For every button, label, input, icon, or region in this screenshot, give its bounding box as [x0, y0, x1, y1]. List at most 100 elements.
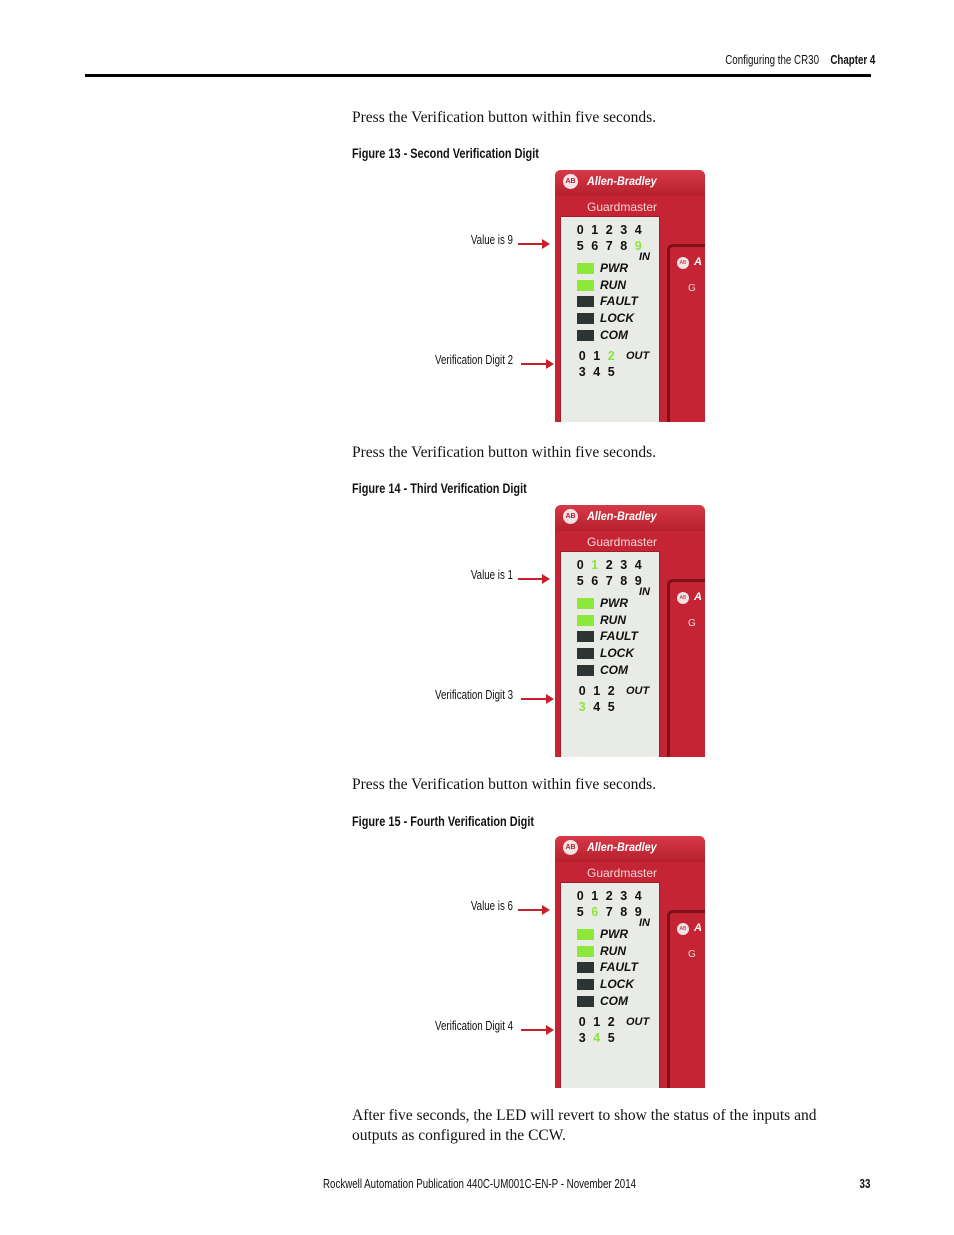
status-led — [577, 279, 594, 291]
ab-logo-icon: AB — [677, 592, 689, 604]
header-chapter-text: Chapter 4 — [830, 53, 876, 67]
status-led — [577, 945, 594, 957]
device-top-bar — [555, 170, 705, 196]
product-line: Guardmaster — [587, 535, 658, 549]
output-digit: 3 — [578, 700, 586, 714]
output-digit: 5 — [607, 365, 615, 379]
value-callout-label: Value is 6 — [459, 899, 513, 914]
digit-callout-text: Verification Digit 3 — [434, 688, 513, 702]
led-label: RUN — [600, 943, 626, 958]
out-label: OUT — [626, 685, 650, 697]
input-digit: 1 — [591, 889, 599, 903]
ab-logo-icon: AB — [677, 257, 689, 269]
brand-name: Allen-Bradley — [587, 509, 657, 523]
input-digit: 2 — [605, 558, 613, 572]
input-digit: 8 — [620, 574, 628, 588]
header-section-text: Configuring the CR30 — [725, 53, 819, 67]
page-number-text: 33 — [859, 1177, 871, 1191]
device-top-bar — [555, 836, 705, 862]
input-digit: 6 — [591, 239, 599, 253]
value-callout-text: Value is 9 — [470, 233, 513, 247]
output-digit: 3 — [578, 365, 586, 379]
value-callout-label: Value is 9 — [459, 233, 513, 248]
input-digit: 7 — [605, 905, 613, 919]
product-line: Guardmaster — [587, 200, 658, 214]
input-digit: 8 — [620, 905, 628, 919]
arrow-icon — [521, 359, 554, 369]
digit-callout-label: Verification Digit 2 — [413, 353, 513, 368]
intro-paragraph: Press the Verification button within fiv… — [352, 444, 657, 461]
status-led — [577, 929, 594, 940]
led-label: PWR — [600, 596, 628, 610]
status-led — [577, 598, 594, 609]
input-digit: 0 — [576, 889, 584, 903]
output-digit: 2 — [607, 1015, 615, 1029]
in-label: IN — [639, 917, 650, 929]
led-label: FAULT — [600, 629, 638, 644]
input-digit: 6 — [591, 574, 599, 588]
digit-callout-text: Verification Digit 2 — [434, 353, 513, 367]
figure-caption-text: Figure 15 - Fourth Verification Digit — [352, 813, 535, 829]
input-digit: 0 — [576, 558, 584, 572]
closing-paragraph: After five seconds, the LED will revert … — [352, 1107, 817, 1144]
status-panel: 0123456789INPWRRUNFAULTLOCKCOM012345OUT4… — [560, 882, 660, 1088]
brand-name: Allen-Bradley — [587, 840, 657, 854]
output-digit: 0 — [578, 349, 586, 363]
input-digit: 7 — [605, 574, 613, 588]
led-label: COM — [600, 993, 628, 1008]
output-digit: 0 — [578, 684, 586, 698]
out-label: OUT — [626, 350, 650, 362]
led-label: FAULT — [600, 960, 638, 975]
value-callout-text: Value is 6 — [470, 899, 513, 913]
arrow-icon — [518, 574, 550, 584]
led-label: LOCK — [600, 977, 634, 992]
status-led — [577, 614, 594, 626]
status-led — [577, 329, 594, 341]
output-digit: 3 — [578, 1031, 586, 1045]
status-led — [577, 979, 594, 991]
input-digit: 8 — [620, 239, 628, 253]
adjacent-module: AB A G — [667, 579, 705, 757]
running-header-section: Configuring the CR30 — [712, 53, 832, 68]
led-label: COM — [600, 327, 628, 342]
value-callout-label: Value is 1 — [459, 568, 513, 583]
in-label: IN — [639, 586, 650, 598]
input-digit: 3 — [620, 223, 628, 237]
digit-callout-label: Verification Digit 4 — [413, 1019, 513, 1034]
input-digit: 2 — [605, 223, 613, 237]
output-digit: 4 — [593, 700, 601, 714]
output-digit: 1 — [593, 349, 601, 363]
output-digit: 5 — [607, 1031, 615, 1045]
status-led — [577, 995, 594, 1007]
input-digit: 5 — [576, 239, 584, 253]
side-product-line: G — [688, 283, 696, 294]
side-brand: A — [694, 591, 702, 603]
figure-caption-text: Figure 14 - Third Verification Digit — [352, 480, 527, 496]
side-product-line: G — [688, 618, 696, 629]
value-callout-text: Value is 1 — [470, 568, 513, 582]
status-led — [577, 296, 594, 308]
led-label: FAULT — [600, 294, 638, 309]
ab-logo-icon: AB — [563, 509, 578, 524]
input-digit: 4 — [634, 558, 642, 572]
output-digit: 4 — [593, 365, 601, 379]
figure-caption: Figure 14 - Third Verification Digit — [352, 480, 576, 498]
input-digit: 6 — [591, 905, 599, 919]
running-header-chapter: Chapter 4 — [824, 53, 882, 68]
input-digit: 4 — [634, 223, 642, 237]
header-rule — [85, 74, 871, 77]
device-top-bar — [555, 505, 705, 531]
arrow-icon — [518, 905, 550, 915]
input-digit: 5 — [576, 574, 584, 588]
arrow-icon — [521, 694, 554, 704]
input-digit: 3 — [620, 558, 628, 572]
input-digit: 9 — [634, 574, 642, 588]
ab-logo-icon: AB — [563, 840, 578, 855]
input-digit: 1 — [591, 223, 599, 237]
in-label: IN — [639, 251, 650, 263]
product-line: Guardmaster — [587, 866, 658, 880]
